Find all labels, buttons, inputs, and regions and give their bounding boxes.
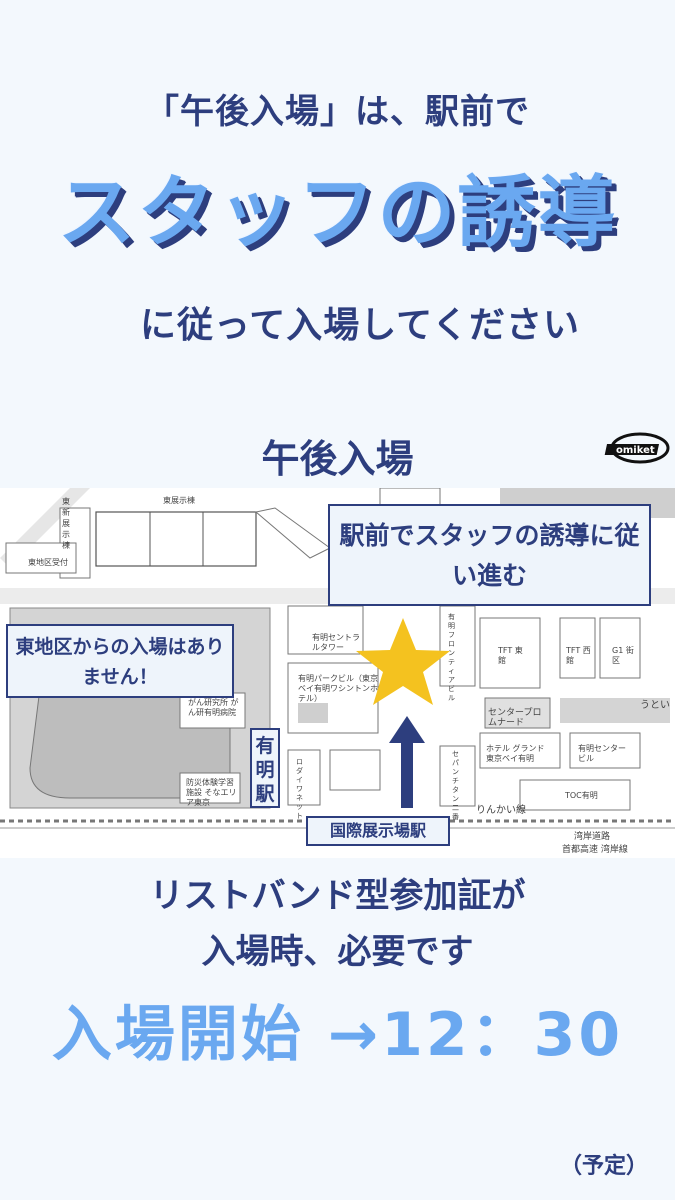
label-frontier: 有明フロンティアビル [448,613,455,702]
label-tft-west: TFT 西館 [566,646,591,665]
label-tft-east: TFT 東館 [498,646,523,665]
label-sevenisland: セパンチタン二番 [452,750,459,821]
headline-line1: 「午後入場」は、駅前で [145,92,530,132]
label-toc: TOC有明 [565,791,598,800]
label-new-east-hall: 東新展示棟 [62,497,70,550]
headline-line2: スタッフの誘導 [57,168,618,258]
label-grand-hotel: ホテル グランド 東京ベイ有明 [486,744,545,763]
label-utsui: うとい [640,700,670,711]
label-central-tower: 有明セントラルタワー [312,633,360,652]
label-park-building: 有明パークビル（東京ベイ有明ワシントンホテル） [298,674,378,703]
wristband-note-line1: リストバンド型参加証が [149,876,526,916]
section-title: 午後入場 [261,437,414,481]
callout-no-east-entry: 東地区からの入場はありません！ [6,624,234,698]
comiket-logo: omiket [600,430,670,466]
label-daiwa: ロダイワネット [296,758,303,820]
label-cancer-institute: がん研究所 がん研有明病院 [188,698,239,717]
label-g1: G1 街区 [612,646,634,665]
label-disaster-facility: 防災体験学習施設 そなエリア東京 [186,778,237,807]
tentative-note: （予定） [560,1154,649,1179]
label-center-promenade: センタープロムナード [488,708,542,728]
label-wangan-road: 湾岸道路 [574,832,611,842]
label-ariake-center: 有明センタービル [578,744,626,763]
label-east-hall: 東展示棟 [163,496,195,505]
direction-arrow-icon [389,716,425,743]
callout-staff-guidance: 駅前でスタッフの誘導に従い進む [328,504,651,606]
station-kokusai-label: 国際展示場駅 [306,816,450,846]
label-east-reception: 東地区受付 [28,558,68,567]
entry-start-time: 入場開始 →12：30 [51,1000,624,1070]
venue-map: 東展示棟 東新展示棟 東地区受付 有明セントラルタワー 有明パークビル（東京ベイ… [0,488,675,858]
label-rinkai: りんかい線 [476,805,526,816]
headline-line3: に従って入場してください [140,305,581,346]
destination-star-icon [356,618,450,705]
label-expressway: 首都高速 湾岸線 [562,845,628,855]
logo-text: omiket [616,445,655,456]
station-ariake-label: 有明駅 [250,728,280,808]
wristband-note-line2: 入場時、必要です [201,932,474,972]
